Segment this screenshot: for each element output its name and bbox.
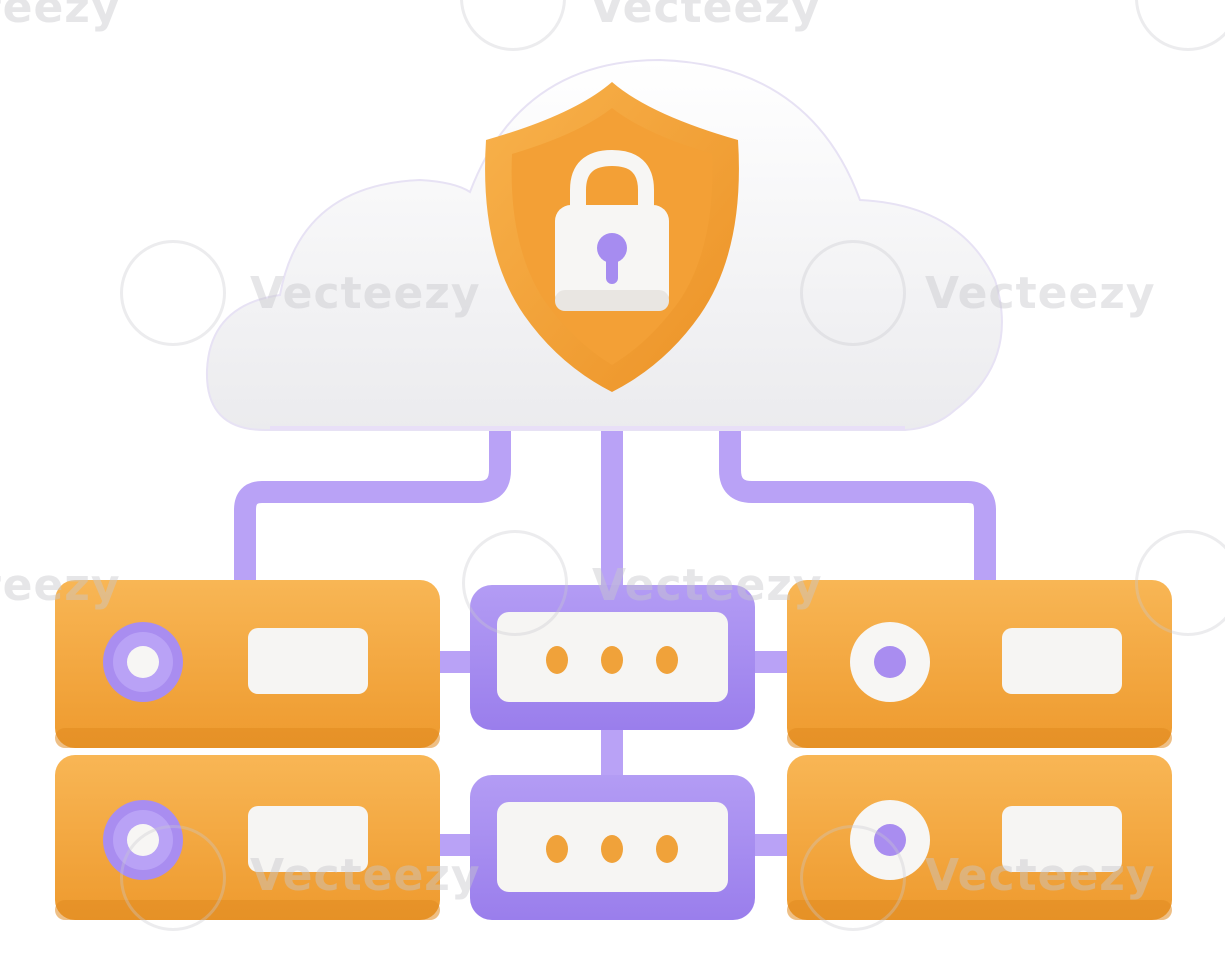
- server-panel: [248, 628, 368, 694]
- cable-right: [719, 419, 996, 596]
- network-switch-icon-bottom: [470, 775, 755, 920]
- padlock-icon: [555, 149, 669, 311]
- network-switch-icon-top: [470, 585, 755, 730]
- server-icon-left-top: [55, 580, 440, 748]
- server-panel: [248, 806, 368, 872]
- status-led: [601, 835, 623, 863]
- status-led: [546, 835, 568, 863]
- network-cables: [234, 419, 996, 856]
- server-panel: [1002, 806, 1122, 872]
- server-icon-right-bottom: [787, 755, 1172, 920]
- cable-left: [234, 419, 511, 596]
- server-icon-left-bottom: [55, 755, 440, 920]
- status-led: [601, 646, 623, 674]
- keyhole-icon: [597, 233, 627, 284]
- server-icon-right-top: [787, 580, 1172, 748]
- status-led: [546, 646, 568, 674]
- status-led: [656, 835, 678, 863]
- server-panel: [1002, 628, 1122, 694]
- status-led: [656, 646, 678, 674]
